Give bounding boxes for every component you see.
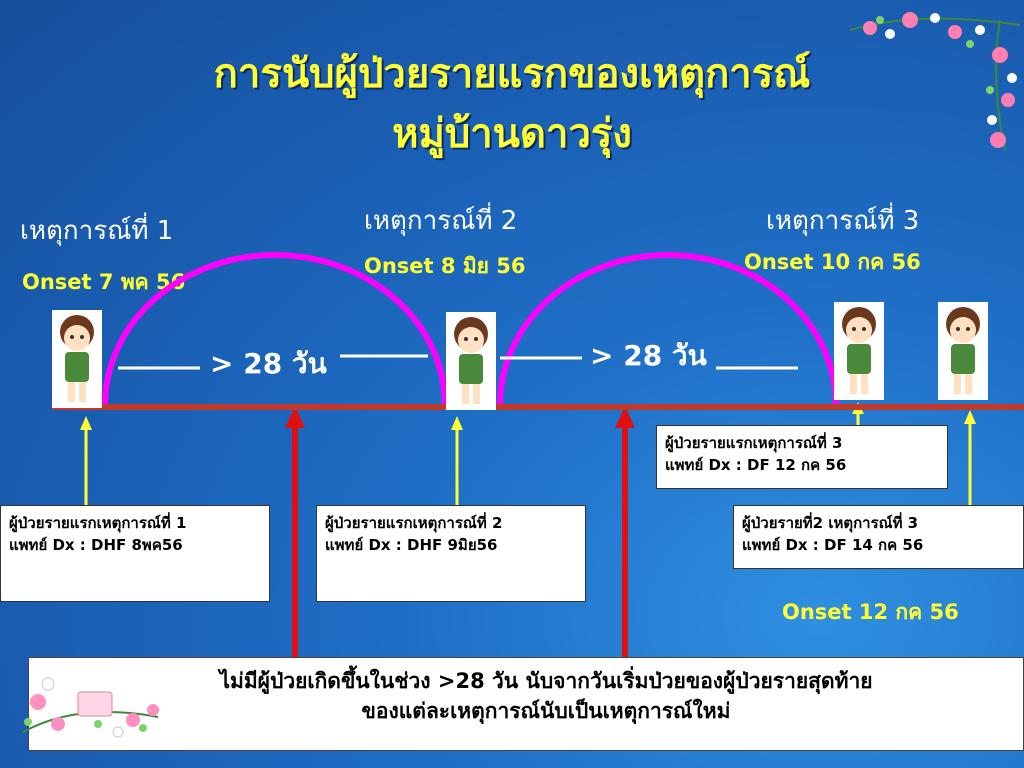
arc-event-2 [497, 252, 839, 406]
gap-label-2: > 28 วัน [590, 339, 707, 372]
box-event-1-line1: ผู้ป่วยรายแรกเหตุการณ์ที่ 1 [9, 514, 187, 532]
event-2-onset: Onset 8 มิย 56 [364, 254, 526, 278]
event-3-label: เหตุการณ์ที่ 3 [766, 206, 920, 236]
yellow-arrow-1 [80, 416, 92, 505]
crying-child-icon [60, 315, 94, 402]
box-event-2-line1: ผู้ป่วยรายแรกเหตุการณ์ที่ 2 [325, 514, 503, 532]
arc-event-1 [102, 252, 448, 406]
event-3-onset: Onset 10 กค 56 [744, 250, 921, 274]
timeline-bar [52, 404, 1024, 410]
patient-figure-1 [52, 310, 102, 408]
red-arrow-2 [615, 406, 635, 665]
crying-child-icon [842, 307, 876, 394]
box-event-3-second-line2: แพทย์ Dx : DF 14 กค 56 [742, 536, 924, 554]
page-subtitle: หมู่บ้านดาวรุ่ง [392, 111, 632, 157]
box-event-3-first-line1: ผู้ป่วยรายแรกเหตุการณ์ที่ 3 [665, 434, 843, 452]
box-event-3-first-line2: แพทย์ Dx : DF 12 กค 56 [665, 456, 847, 474]
page-title: การนับผู้ป่วยรายแรกของเหตุการณ์ [213, 51, 811, 97]
yellow-arrow-4 [964, 410, 976, 505]
box-event-3-first-case: ผู้ป่วยรายแรกเหตุการณ์ที่ 3 แพทย์ Dx : D… [656, 425, 948, 489]
patient-figure-4 [938, 302, 988, 400]
box-event-3-second-case: ผู้ป่วยรายที่2 เหตุการณ์ที่ 3 แพทย์ Dx :… [733, 505, 1024, 569]
flower-decoration-top-right [849, 12, 1021, 151]
gap-label-1: > 28 วัน [210, 347, 327, 380]
event-3-second-onset: Onset 12 กค 56 [782, 600, 959, 624]
box-event-1-first-case: ผู้ป่วยรายแรกเหตุการณ์ที่ 1 แพทย์ Dx : D… [0, 505, 270, 602]
red-arrow-1 [285, 406, 305, 665]
box-event-2-line2: แพทย์ Dx : DHF 9มิย56 [325, 536, 498, 554]
patient-figure-3 [834, 302, 884, 400]
flower-decoration-bottom-left [22, 677, 159, 738]
footer-line1: ไม่มีผู้ป่วยเกิดขึ้นในช่วง >28 วัน นับจา… [219, 669, 873, 693]
event-1-label: เหตุการณ์ที่ 1 [20, 216, 174, 246]
event-2-label: เหตุการณ์ที่ 2 [364, 206, 518, 236]
box-event-2-first-case: ผู้ป่วยรายแรกเหตุการณ์ที่ 2 แพทย์ Dx : D… [316, 505, 586, 602]
box-event-3-second-line1: ผู้ป่วยรายที่2 เหตุการณ์ที่ 3 [742, 514, 919, 532]
event-1-onset: Onset 7 พค 56 [22, 270, 186, 294]
footer-note-box: ไม่มีผู้ป่วยเกิดขึ้นในช่วง >28 วัน นับจา… [28, 657, 1024, 751]
crying-child-icon [454, 317, 488, 404]
patient-figure-2 [446, 312, 496, 410]
footer-line2: ของแต่ละเหตุการณ์นับเป็นเหตุการณ์ใหม่ [361, 699, 731, 723]
yellow-arrow-2 [451, 416, 463, 505]
crying-child-icon [946, 307, 980, 394]
box-event-1-line2: แพทย์ Dx : DHF 8พค56 [9, 536, 183, 554]
